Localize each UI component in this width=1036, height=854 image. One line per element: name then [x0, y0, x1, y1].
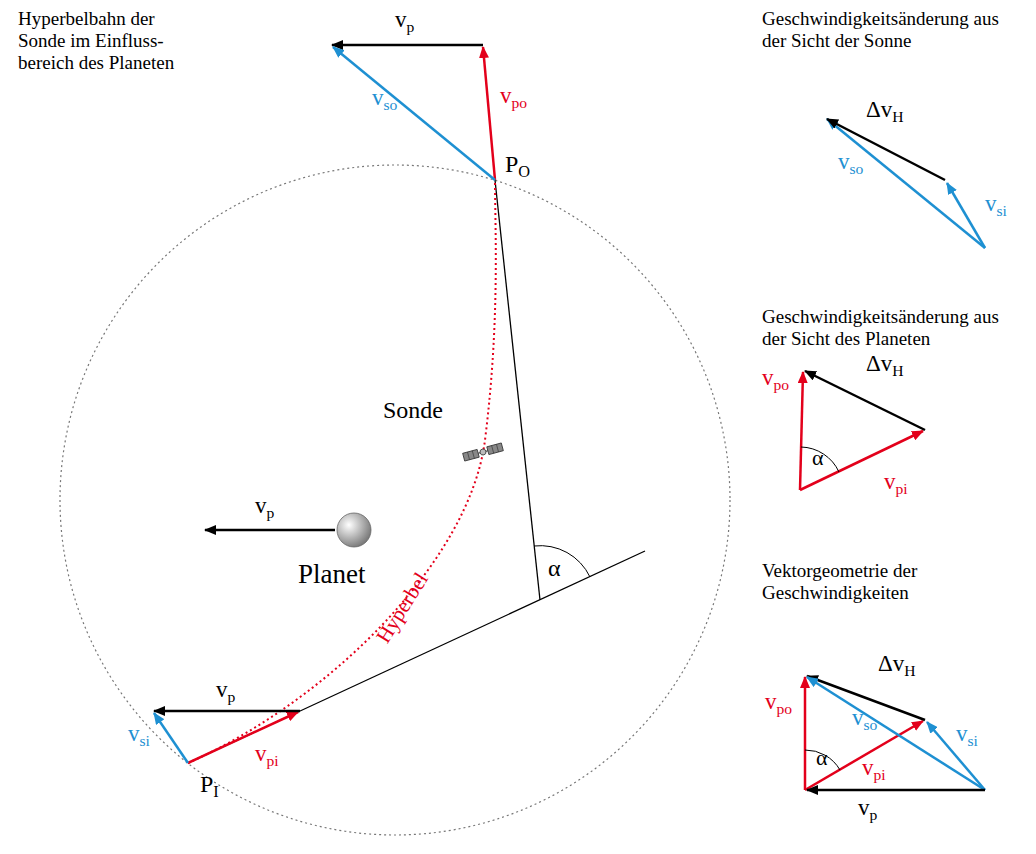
hyperbola-label: Hyperbel [372, 569, 432, 647]
vector-label: vsi [985, 192, 1007, 216]
subscript: O [518, 162, 530, 181]
velocity-vector [154, 713, 188, 763]
probe-icon [463, 443, 504, 461]
subscript: po [512, 94, 528, 111]
asymptote-line [495, 180, 540, 600]
subscript: po [774, 376, 790, 393]
velocity-vector [483, 47, 495, 180]
angle-arc [534, 546, 590, 577]
velocity-vector [154, 710, 300, 713]
vector-label: vso [838, 150, 863, 174]
point-label: PI [200, 772, 219, 797]
vector-label: vpo [765, 690, 792, 714]
vector-label: vsi [956, 722, 978, 746]
angle-arc [801, 447, 839, 472]
velocity-vector [827, 119, 945, 180]
vector-label: vp [858, 796, 877, 820]
velocity-vector [827, 119, 985, 248]
subscript: si [140, 732, 150, 749]
velocity-vector [800, 372, 803, 490]
subscript: I [213, 782, 218, 801]
vector-label: vso [372, 86, 397, 110]
vector-label: vso [852, 706, 877, 730]
subscript: po [777, 700, 793, 717]
velocity-vector [205, 529, 335, 532]
probe-label: Sonde [383, 398, 443, 423]
angle-label: α [816, 746, 828, 769]
subscript: so [850, 160, 864, 177]
velocity-vector [947, 183, 985, 248]
velocity-vector [804, 677, 807, 790]
subscript: si [997, 202, 1007, 219]
vector-label: ΔvH [878, 652, 916, 676]
angle-label: α [548, 556, 561, 581]
hyperbola-path [188, 180, 496, 763]
subscript: H [892, 108, 903, 125]
vector-label: vp [395, 8, 414, 32]
subscript: pi [874, 766, 886, 783]
planet-label: Planet [298, 560, 366, 588]
panel-heading: Geschwindigkeitsänderung aus der Sicht d… [762, 8, 1024, 52]
velocity-vector [807, 789, 985, 792]
subscript: p [407, 18, 415, 35]
velocity-vector [332, 44, 483, 47]
vector-label: vsi [128, 722, 150, 746]
subscript: so [384, 96, 398, 113]
subscript: H [892, 362, 903, 379]
point-label: PO [505, 152, 530, 177]
vector-label: vp [255, 494, 274, 518]
subscript: H [904, 662, 915, 679]
vector-label: vpi [255, 742, 279, 766]
velocity-vector [333, 47, 495, 180]
velocity-vector [807, 677, 985, 790]
angle-label: α [812, 446, 824, 469]
vector-label: vpo [762, 366, 789, 390]
vector-label: vpo [500, 84, 527, 108]
subscript: p [228, 688, 236, 705]
velocity-vector [927, 722, 985, 790]
panel-heading: Vektorgeometrie der Geschwindigkeiten [762, 560, 1024, 604]
planet-sphere [337, 513, 371, 547]
vector-label: ΔvH [866, 352, 904, 376]
heading: Hyperbelbahn der Sonde im Einfluss- bere… [18, 8, 196, 74]
vector-label: vpi [884, 470, 908, 494]
subscript: pi [896, 480, 908, 497]
subscript: pi [267, 752, 279, 769]
velocity-vector [188, 712, 298, 763]
subscript: si [968, 732, 978, 749]
vector-label: ΔvH [866, 98, 904, 122]
subscript: so [864, 716, 878, 733]
subscript: p [870, 806, 878, 823]
subscript: p [267, 504, 275, 521]
influence-circle [60, 165, 730, 835]
panel-heading: Geschwindigkeitsänderung aus der Sicht d… [762, 306, 1024, 350]
asymptote-line [188, 551, 645, 763]
velocity-vector [805, 371, 925, 430]
vector-label: vp [216, 678, 235, 702]
vector-label: vpi [862, 756, 886, 780]
